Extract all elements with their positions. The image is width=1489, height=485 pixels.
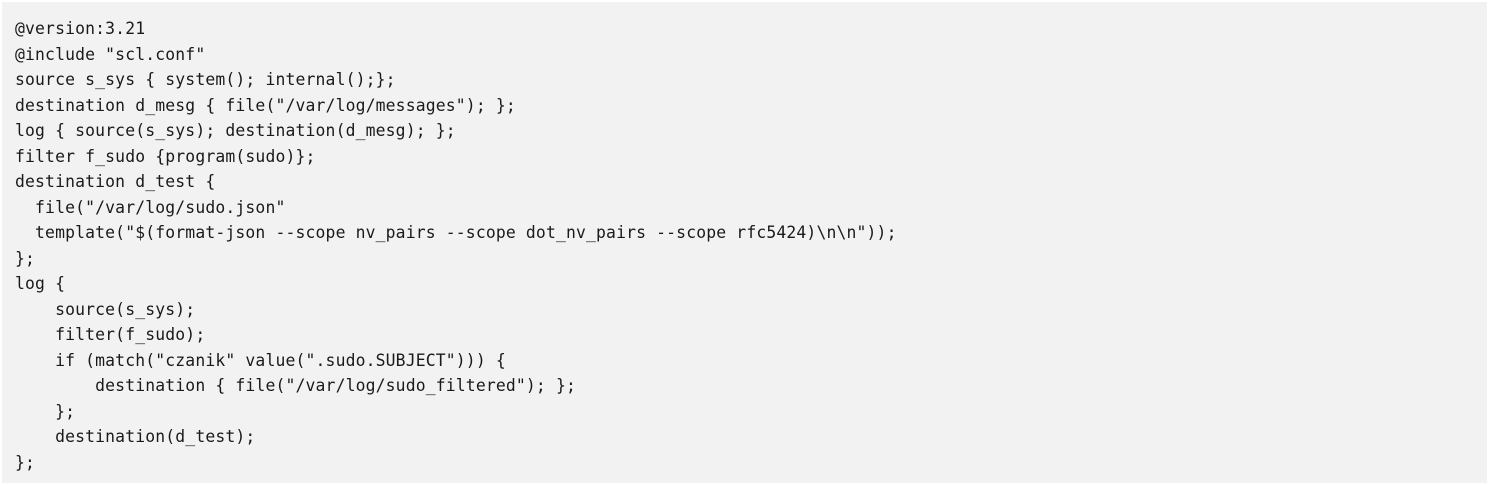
code-line: source s_sys { system(); internal();}; — [15, 70, 396, 89]
code-line: destination(d_test); — [15, 427, 256, 446]
code-line: destination d_mesg { file("/var/log/mess… — [15, 95, 516, 115]
code-line: destination d_test { — [15, 172, 216, 191]
code-line: file("/var/log/sudo.json" — [15, 197, 286, 217]
code-line: destination { file("/var/log/sudo_filter… — [15, 376, 577, 395]
code-line: source(s_sys); — [15, 299, 196, 319]
code-line: }; — [15, 452, 36, 472]
code-line: template("$(format-json --scope nv_pairs… — [15, 223, 897, 242]
code-line: @version:3.21 — [15, 19, 146, 38]
code-line: }; — [15, 401, 76, 421]
code-line: if (match("czanik" value(".sudo.SUBJECT"… — [15, 350, 506, 370]
code-line: filter(f_sudo); — [15, 325, 206, 344]
code-line: filter f_sudo {program(sudo)}; — [15, 146, 316, 166]
code-line: }; — [15, 248, 36, 268]
code-line: log { source(s_sys); destination(d_mesg)… — [15, 121, 456, 140]
code-line: @include "scl.conf" — [15, 44, 206, 64]
code-line: log { — [15, 274, 66, 293]
